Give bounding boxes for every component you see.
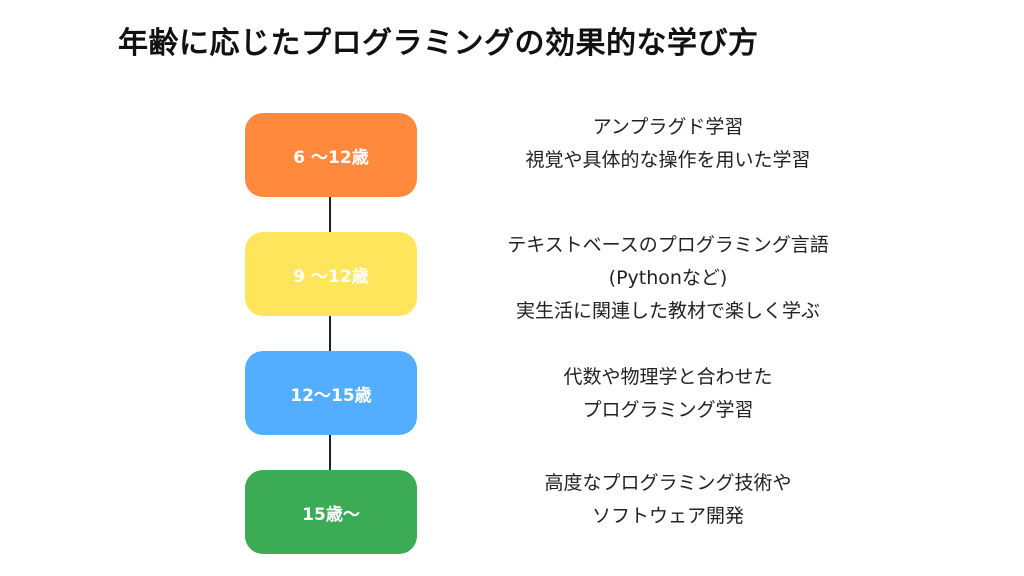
stage-description: アンプラグド学習 視覚や具体的な操作を用いた学習	[458, 111, 878, 177]
description-line: テキストベースのプログラミング言語	[507, 234, 829, 256]
description-line: (Pythonなど)	[608, 267, 728, 289]
page-title: 年齢に応じたプログラミングの効果的な学び方	[118, 26, 759, 61]
stage-box-15-plus: 15歳〜	[245, 470, 417, 554]
stage-description: 高度なプログラミング技術や ソフトウェア開発	[458, 467, 878, 533]
stage-label: 15歳〜	[302, 504, 360, 525]
connector-line	[329, 197, 331, 232]
stage-label: 6 〜12歳	[293, 147, 369, 168]
stage-label: 9 〜12歳	[293, 266, 369, 287]
description-line: ソフトウェア開発	[591, 505, 744, 527]
description-line: 視覚や具体的な操作を用いた学習	[525, 149, 811, 171]
stage-box-9-12: 9 〜12歳	[245, 232, 417, 316]
description-line: 高度なプログラミング技術や	[544, 472, 792, 494]
stage-box-6-12: 6 〜12歳	[245, 113, 417, 197]
stage-box-12-15: 12〜15歳	[245, 351, 417, 435]
stage-description: テキストベースのプログラミング言語 (Pythonなど) 実生活に関連した教材で…	[458, 229, 878, 328]
description-line: プログラミング学習	[582, 399, 754, 421]
description-line: アンプラグド学習	[592, 116, 744, 138]
description-line: 実生活に関連した教材で楽しく学ぶ	[515, 300, 820, 322]
description-line: 代数や物理学と合わせた	[563, 366, 773, 388]
connector-line	[329, 316, 331, 351]
connector-line	[329, 435, 331, 470]
stage-description: 代数や物理学と合わせた プログラミング学習	[458, 361, 878, 427]
stage-label: 12〜15歳	[290, 385, 372, 406]
